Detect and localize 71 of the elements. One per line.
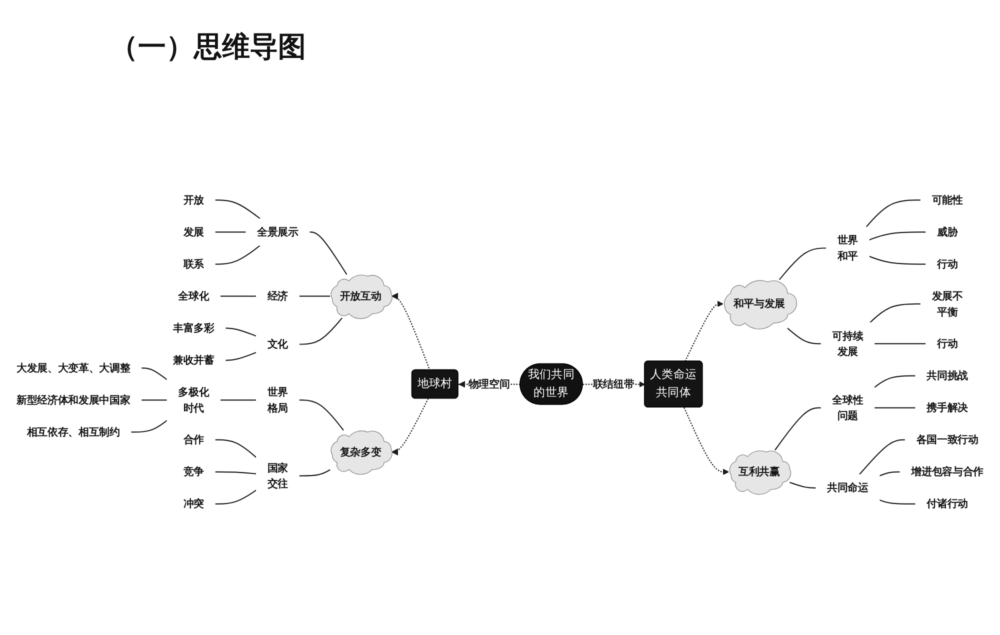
node-text: 冲突 [183,498,204,510]
connector [215,232,246,233]
connector [774,407,822,450]
node-text: 各国一致行动 [916,433,978,446]
node-text: 新型经济体和发展中国家 [16,394,130,406]
node-text: 行动 [936,337,958,350]
node-text: 威胁 [936,226,958,238]
node-text: 发展 [183,226,204,238]
connector [215,471,256,474]
connector [866,200,921,228]
node-text: 经济 [267,290,288,302]
connector [299,400,344,431]
node-text: 相互依存、相互制约 [26,426,120,438]
node-text: 可能性 [932,194,963,206]
node-text: 发展不平衡 [932,290,963,318]
node-text: 兼收并蓄 [172,354,214,366]
node-text: 付诸行动 [926,498,968,510]
connector [790,482,816,488]
node-text: 世界格局 [267,386,288,414]
connector [870,303,921,324]
connector [874,343,926,344]
connector [858,439,906,476]
connector [874,407,916,408]
title: （一）思维导图 [110,29,306,65]
connector [225,352,257,361]
connector [225,328,257,337]
node-text: 丰富多彩 [172,322,214,334]
node-text: 携手解决 [926,401,968,414]
connector [215,490,257,504]
node-text: 竞争 [183,466,204,478]
node-text: 文化 [267,338,288,350]
node-text: 行动 [936,258,958,270]
node-text: 共同命运 [827,482,868,494]
node-text: 多极化时代 [178,386,210,414]
node-text: 开放 [183,194,204,206]
arrow [391,398,429,456]
connector [141,400,168,401]
connector [141,367,168,380]
connector [299,318,342,345]
edge-label: 物理空间 [468,378,510,390]
node-text: 可持续发展 [832,330,864,358]
connector [215,439,257,458]
node-text: 全球化 [178,290,210,302]
connector [220,296,256,297]
node-text: 国家交往 [267,462,288,490]
edge-label: 联结纽带 [592,378,634,390]
arrow [391,292,430,370]
connector [309,232,348,275]
node-text: 世界和平 [837,234,858,262]
connector [299,469,330,476]
arrow [684,407,729,475]
arrow [684,300,724,362]
connector [879,499,916,504]
connector [868,232,926,240]
connector [215,244,261,265]
connector [879,471,900,476]
connector [299,296,330,297]
connector [874,375,916,388]
connector [220,400,256,401]
node-text: 全景展示 [257,226,298,238]
connector [130,420,168,433]
node-text: 大发展、大变革、大调整 [16,362,130,374]
connector [778,248,826,280]
connector [215,200,261,220]
node-text: 合作 [183,433,204,446]
node-text: 共同挑战 [926,369,968,382]
node-text: 全球性问题 [832,394,864,422]
connector [787,328,822,344]
node-text: 增进包容与合作 [911,466,984,478]
node-text: 联系 [183,258,204,270]
connector [868,256,926,265]
